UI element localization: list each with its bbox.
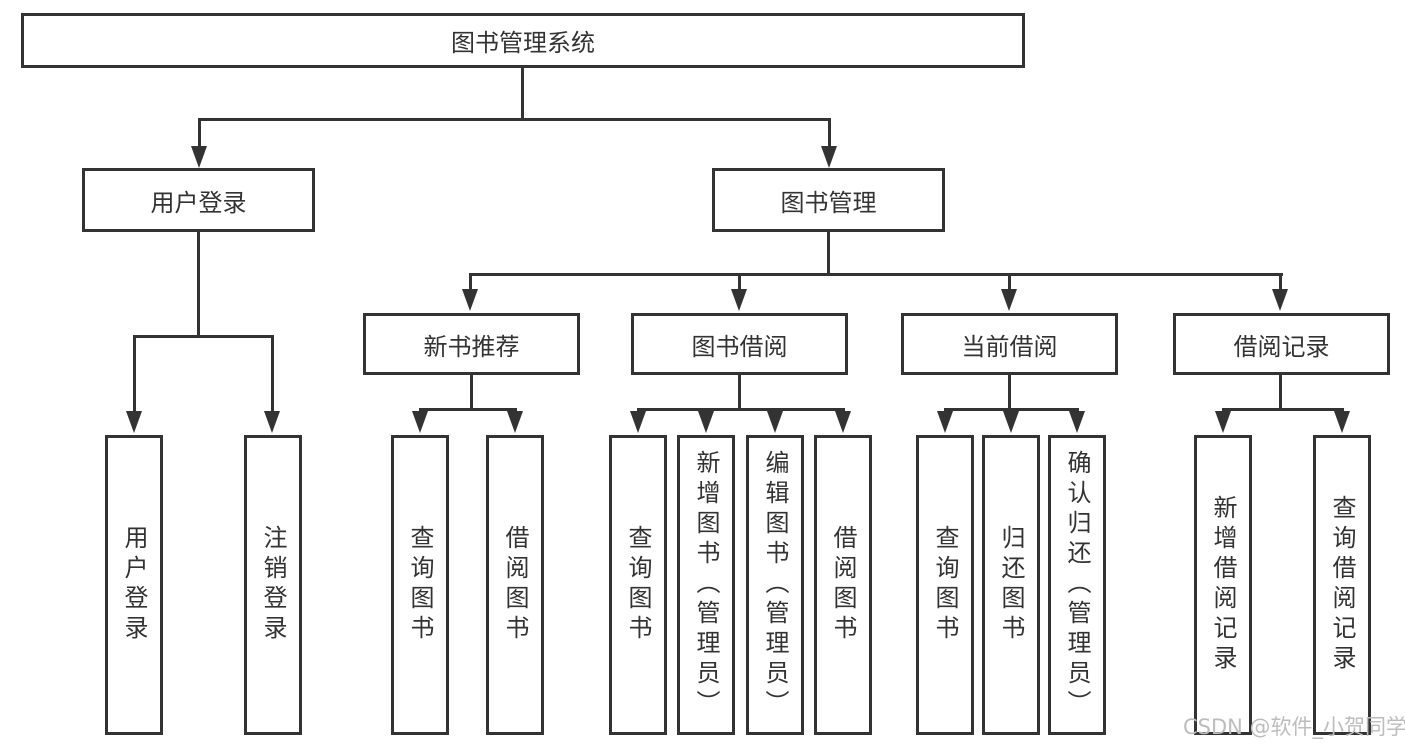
connector — [197, 232, 200, 335]
node-label: 图书管理 — [780, 188, 877, 217]
connector — [1222, 408, 1344, 411]
connector — [705, 408, 708, 413]
connector — [827, 232, 830, 273]
connector — [133, 335, 136, 413]
connector — [842, 408, 845, 413]
connector — [828, 118, 831, 148]
connector — [198, 118, 201, 148]
leaf-logout: 注销登录 — [244, 435, 302, 735]
leaf-add-borrow-record: 新增借阅记录 — [1194, 435, 1252, 735]
connector — [738, 273, 741, 291]
node-user-login: 用户登录 — [82, 168, 315, 232]
arrow-down-icon — [264, 411, 280, 433]
node-book-management: 图书管理 — [712, 168, 945, 232]
connector — [133, 335, 274, 338]
arrow-down-icon — [937, 411, 953, 433]
leaf-label: 归还图书 — [997, 525, 1025, 645]
connector — [514, 408, 517, 413]
arrow-down-icon — [1003, 411, 1019, 433]
arrow-down-icon — [126, 411, 142, 433]
leaf-query-book-2: 查询图书 — [609, 435, 667, 735]
leaf-label: 查询借阅记录 — [1328, 495, 1356, 675]
leaf-label: 注销登录 — [259, 525, 287, 645]
leaf-label: 用户登录 — [120, 525, 148, 645]
leaf-label: 新增图书（管理员） — [692, 450, 720, 720]
connector — [738, 375, 741, 408]
arrow-down-icon — [767, 411, 783, 433]
node-label: 借阅记录 — [1233, 332, 1330, 361]
connector — [198, 118, 831, 121]
connector — [271, 335, 274, 413]
node-new-book-recommend: 新书推荐 — [363, 313, 580, 375]
connector — [1279, 375, 1282, 408]
connector — [469, 273, 472, 291]
leaf-label: 查询图书 — [406, 525, 434, 645]
arrow-down-icon — [1215, 411, 1231, 433]
arrow-down-icon — [731, 289, 747, 311]
node-borrow-record: 借阅记录 — [1173, 313, 1390, 375]
leaf-label: 查询图书 — [624, 525, 652, 645]
connector — [1341, 408, 1344, 413]
connector — [1222, 408, 1225, 413]
arrow-down-icon — [1334, 411, 1350, 433]
connector — [1076, 408, 1079, 413]
arrow-down-icon — [462, 289, 478, 311]
connector — [774, 408, 777, 413]
node-label: 新书推荐 — [423, 332, 520, 361]
leaf-borrow-book-2: 借阅图书 — [814, 435, 872, 735]
connector — [944, 408, 947, 413]
node-root: 图书管理系统 — [21, 13, 1025, 68]
arrow-down-icon — [191, 146, 207, 168]
arrow-down-icon — [698, 411, 714, 433]
connector — [1279, 273, 1282, 291]
node-current-borrow: 当前借阅 — [901, 313, 1118, 375]
connector — [637, 408, 845, 411]
leaf-edit-book-admin: 编辑图书（管理员） — [746, 435, 804, 735]
leaf-label: 查询图书 — [931, 525, 959, 645]
leaf-label: 借阅图书 — [829, 525, 857, 645]
arrow-down-icon — [1272, 289, 1288, 311]
leaf-add-book-admin: 新增图书（管理员） — [677, 435, 735, 735]
node-root-label: 图书管理系统 — [451, 29, 595, 57]
csdn-watermark: CSDN @软件_小贺同学 — [1183, 715, 1405, 739]
arrow-down-icon — [507, 411, 523, 433]
leaf-borrow-book-1: 借阅图书 — [486, 435, 544, 735]
leaf-confirm-return-admin: 确认归还（管理员） — [1048, 435, 1106, 735]
arrow-down-icon — [1069, 411, 1085, 433]
connector — [1008, 273, 1011, 291]
connector — [469, 273, 1283, 276]
arrow-down-icon — [412, 411, 428, 433]
leaf-label: 新增借阅记录 — [1209, 495, 1237, 675]
leaf-user-login: 用户登录 — [105, 435, 163, 735]
leaf-label: 借阅图书 — [501, 525, 529, 645]
node-label: 用户登录 — [150, 188, 247, 217]
node-book-borrow: 图书借阅 — [631, 313, 848, 375]
arrow-down-icon — [821, 146, 837, 168]
node-label: 当前借阅 — [961, 332, 1058, 361]
connector — [637, 408, 640, 413]
connector — [419, 408, 517, 411]
connector — [419, 408, 422, 413]
node-label: 图书借阅 — [691, 332, 788, 361]
connector — [1010, 408, 1013, 413]
arrow-down-icon — [630, 411, 646, 433]
leaf-label: 编辑图书（管理员） — [761, 450, 789, 720]
connector — [1008, 375, 1011, 408]
leaf-query-book-1: 查询图书 — [391, 435, 449, 735]
leaf-return-book: 归还图书 — [982, 435, 1040, 735]
arrow-down-icon — [1001, 289, 1017, 311]
arrow-down-icon — [835, 411, 851, 433]
connector — [470, 375, 473, 408]
leaf-query-borrow-record: 查询借阅记录 — [1313, 435, 1371, 735]
leaf-label: 确认归还（管理员） — [1063, 450, 1091, 720]
connector — [521, 68, 524, 118]
leaf-query-book-3: 查询图书 — [916, 435, 974, 735]
